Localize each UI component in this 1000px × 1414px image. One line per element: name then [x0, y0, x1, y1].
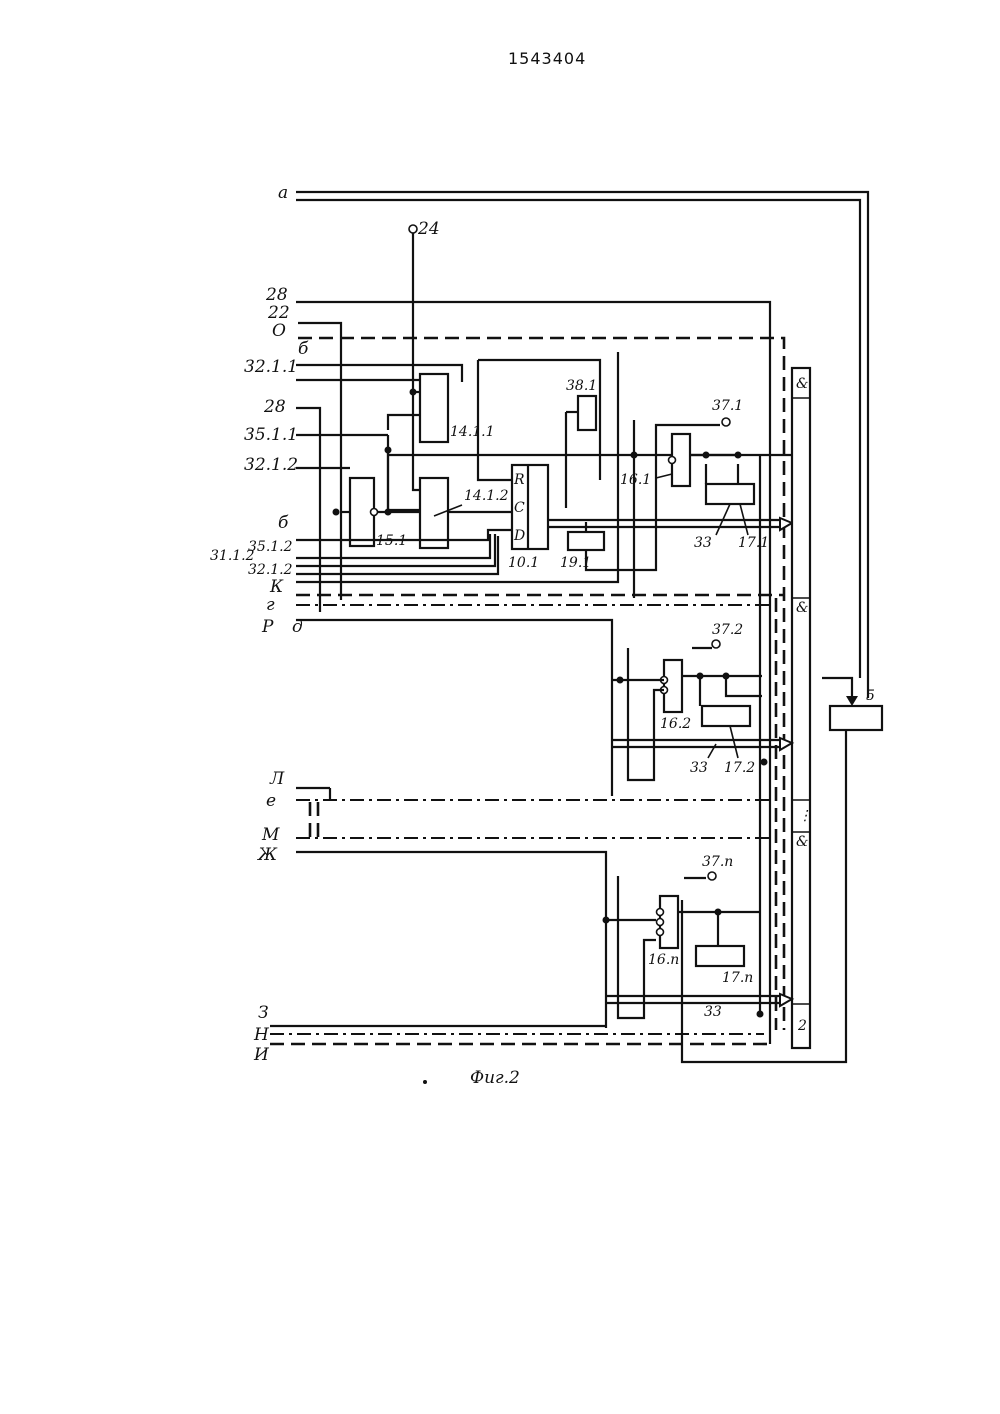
svg-text:5: 5 — [866, 688, 875, 704]
label-z: З — [258, 1003, 269, 1023]
block-17-1: 33 17.1 — [694, 464, 769, 551]
svg-text:&: & — [796, 600, 808, 616]
bus-a — [296, 192, 868, 706]
svg-text:17.2: 17.2 — [724, 760, 755, 776]
svg-text:37.1: 37.1 — [712, 398, 743, 414]
svg-text:&: & — [796, 376, 808, 392]
svg-text:38.1: 38.1 — [566, 378, 597, 394]
label-zh: Ж — [257, 845, 278, 865]
label-28a: 28 — [265, 285, 288, 305]
svg-text:D: D — [513, 528, 525, 544]
svg-text:10.1: 10.1 — [508, 555, 539, 571]
label-b1: б — [298, 339, 309, 359]
block-15-1: 15.1 — [333, 435, 421, 549]
page-number: 1543404 — [508, 49, 586, 68]
terminal-24 — [409, 225, 417, 470]
label-o: О — [272, 321, 286, 341]
label-35-1-1: 35.1.1 — [244, 425, 298, 445]
label-e: е — [266, 791, 276, 811]
svg-text:14.1.2: 14.1.2 — [464, 488, 509, 504]
svg-text:33: 33 — [694, 535, 712, 551]
wire-l — [296, 788, 330, 800]
label-32-1-2: 32.1.2 — [244, 455, 298, 475]
label-n: Н — [253, 1025, 270, 1045]
label-a: а — [278, 183, 288, 203]
svg-text:37.п: 37.п — [702, 854, 733, 870]
svg-text:&: & — [796, 834, 808, 850]
svg-text:⋮: ⋮ — [798, 808, 812, 824]
wire-zh — [296, 852, 606, 1028]
block-38-1: 38.1 — [566, 378, 597, 508]
block-2: & & & ⋮ 2 — [792, 368, 812, 1048]
label-24: 24 — [417, 219, 440, 239]
block-16-2: 16.2 37.2 — [612, 622, 762, 780]
label-d: д — [292, 617, 303, 637]
label-32-12: 32.1.2 — [248, 562, 293, 578]
label-28b: 28 — [263, 397, 286, 417]
wire-o — [298, 338, 784, 1030]
block-17-2: 33 17.2 — [690, 676, 762, 776]
label-32-1-1: 32.1.1 — [244, 357, 298, 377]
svg-text:16.п: 16.п — [648, 952, 679, 968]
label-g: г — [266, 595, 275, 615]
svg-text:33: 33 — [690, 760, 708, 776]
svg-text:C: C — [514, 500, 525, 516]
label-k: К — [269, 577, 284, 597]
label-22: 22 — [267, 303, 290, 323]
label-r: Р — [261, 617, 274, 637]
svg-text:16.2: 16.2 — [660, 716, 691, 732]
svg-text:33: 33 — [704, 1004, 722, 1020]
wire-d — [296, 620, 612, 796]
bus-row-1 — [548, 518, 792, 530]
svg-text:14.1.1: 14.1.1 — [450, 424, 495, 440]
svg-text:17.1: 17.1 — [738, 535, 769, 551]
svg-text:37.2: 37.2 — [712, 622, 743, 638]
label-b2: б — [278, 513, 289, 533]
label-i: И — [253, 1045, 270, 1065]
figure-caption: Фиг.2 — [470, 1068, 520, 1088]
bus-row-3 — [606, 994, 792, 1018]
svg-text:R: R — [513, 472, 525, 488]
label-l: Л — [269, 769, 285, 789]
svg-text:2: 2 — [797, 1018, 807, 1034]
svg-text:16.1: 16.1 — [620, 472, 651, 488]
bridge-dash — [310, 802, 318, 838]
label-m: М — [261, 825, 280, 845]
svg-text:17.п: 17.п — [722, 970, 753, 986]
label-35-1-2: 35.1.2 — [248, 539, 293, 555]
